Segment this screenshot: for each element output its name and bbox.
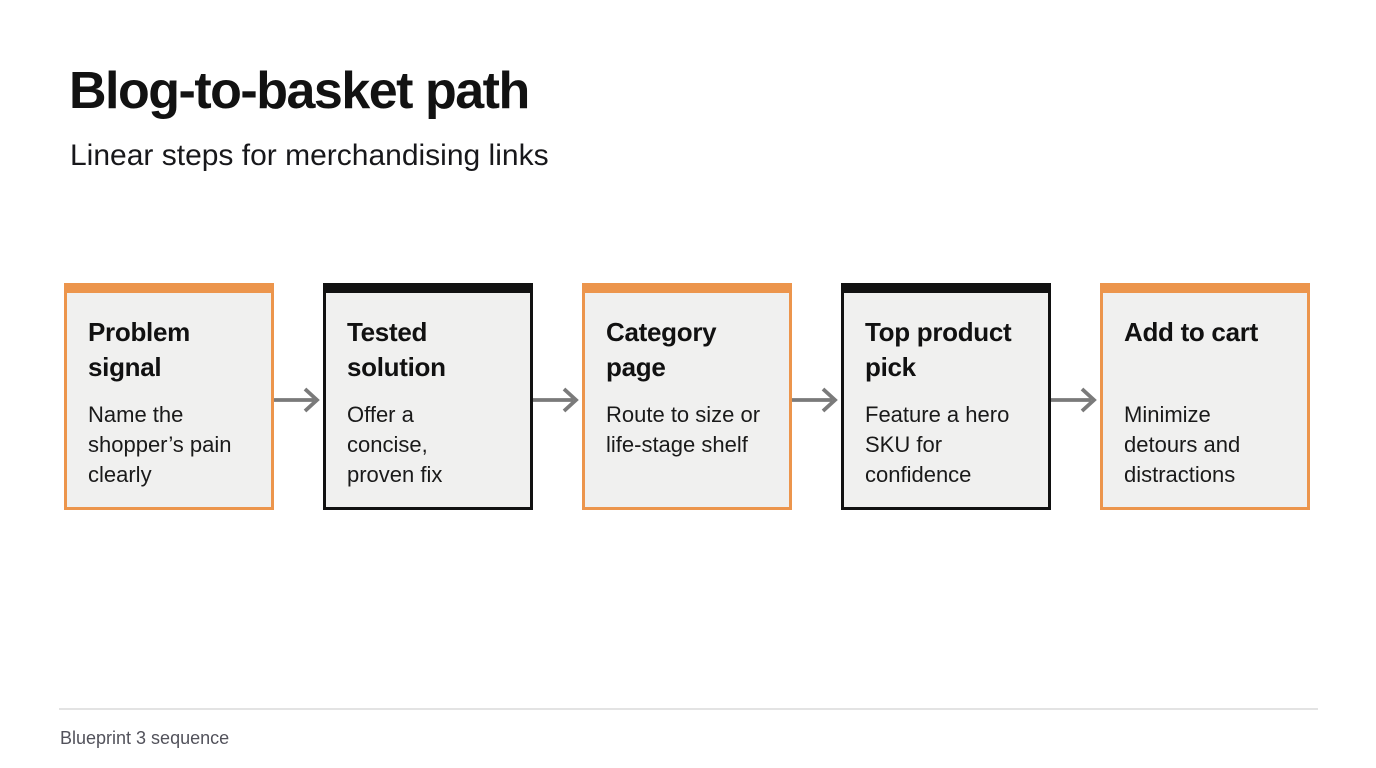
step-category-page: Category page Route to size or life-stag… [582, 283, 792, 510]
step-title: Tested solution [347, 317, 446, 382]
step-description: Offer a concise, proven fix [347, 402, 443, 487]
step-add-to-cart: Add to cart Minimize detours and distrac… [1100, 283, 1310, 510]
right-arrow-icon [533, 283, 582, 510]
page-title: Blog-to-basket path [69, 62, 530, 120]
footer-divider [59, 708, 1318, 710]
step-tested-solution: Tested solution Offer a concise, proven … [323, 283, 533, 510]
flow-diagram: Problem signal Name the shopper’s pain c… [64, 283, 1310, 510]
right-arrow-icon [274, 283, 323, 510]
step-description: Name the shopper’s pain clearly [88, 402, 232, 487]
page-subtitle: Linear steps for merchandising links [70, 139, 549, 172]
footer-caption: Blueprint 3 sequence [60, 728, 230, 748]
step-problem-signal: Problem signal Name the shopper’s pain c… [64, 283, 274, 510]
step-title: Category page [606, 317, 717, 382]
step-title: Add to cart [1124, 317, 1258, 347]
right-arrow-icon [792, 283, 841, 510]
step-top-product-pick: Top product pick Feature a hero SKU for … [841, 283, 1051, 510]
step-description: Minimize detours and distractions [1124, 402, 1241, 487]
step-description: Route to size or life-stage shelf [606, 402, 761, 457]
step-title: Top product pick [865, 317, 1012, 382]
step-description: Feature a hero SKU for confidence [865, 402, 1010, 487]
right-arrow-icon [1051, 283, 1100, 510]
step-title: Problem signal [88, 317, 190, 382]
